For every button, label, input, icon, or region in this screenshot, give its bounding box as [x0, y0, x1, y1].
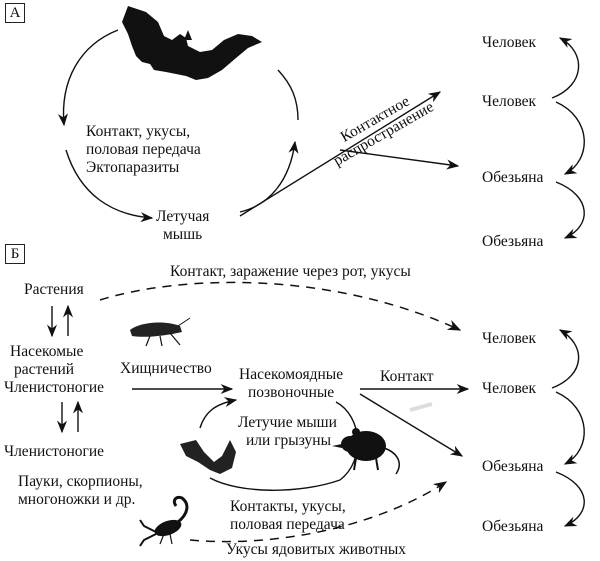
host-chain-b3: [555, 471, 585, 527]
faint-stroke: [409, 402, 433, 412]
arthropods-label-2: Членистоногие: [4, 443, 105, 460]
transmission-line-1: Контакт, укусы,: [86, 123, 191, 140]
cycle-arc-left: [57, 29, 119, 127]
arthropods-label: Членистоногие: [4, 379, 105, 396]
host-chain-a1: [551, 37, 580, 99]
bats-rodents-line-2: или грызуны: [246, 432, 331, 449]
transmission-line-2: половая передача: [86, 141, 201, 158]
venom-bites-label: Укусы ядовитых животных: [226, 541, 407, 558]
top-route-label: Контакт, заражение через рот, укусы: [170, 263, 411, 280]
host-b-3: Обезьяна: [482, 458, 544, 475]
cycle-arc-top: [277, 69, 299, 121]
host-b-1: Человек: [482, 330, 537, 347]
host-b-2: Человек: [482, 380, 537, 397]
host-b-4: Обезьяна: [482, 518, 544, 535]
to-monkey-arrow: [359, 393, 464, 457]
contact-label: Контакт: [380, 368, 434, 385]
host-chain-a2: [555, 101, 585, 175]
venomous-line-1: Пауки, скорпионы,: [18, 473, 143, 490]
plants-label: Растения: [24, 281, 84, 298]
grasshopper-icon: [130, 317, 191, 347]
bat-label-line-2: мышь: [163, 226, 203, 243]
bat-ear: [184, 30, 192, 40]
bites-line-1: Контакты, укусы,: [230, 498, 346, 515]
small-bat-icon: [180, 440, 236, 474]
predation-label: Хищничество: [120, 360, 212, 377]
bats-cycle-upper: [199, 397, 238, 429]
host-chain-b2: [555, 391, 585, 465]
host-a-2: Человек: [482, 93, 537, 110]
dashed-bottom-route: [189, 481, 448, 543]
host-a-3: Обезьяна: [482, 169, 544, 186]
host-chain-a3: [555, 181, 585, 239]
spread-arrow-up: [239, 91, 442, 217]
host-a-4: Обезьяна: [482, 233, 544, 250]
bats-rodents-line-1: Летучие мыши: [238, 414, 337, 431]
bites-line-2: половая передача: [230, 516, 345, 533]
panel-b-label: Б: [5, 244, 25, 264]
spread-arrow-right: [339, 149, 460, 170]
insectivores-line-2: позвоночные: [248, 384, 335, 401]
transmission-line-3: Эктопаразиты: [86, 159, 180, 176]
host-a-1: Человек: [482, 34, 537, 51]
insectivores-line-1: Насекомоядные: [239, 366, 344, 383]
bat-label-line-1: Летучая: [156, 208, 210, 225]
scorpion-icon: [139, 496, 189, 547]
panel-a-label: А: [5, 3, 25, 23]
herbivore-line-2: растений: [14, 361, 75, 378]
bats-cycle-lower: [209, 477, 341, 491]
bat-silhouette: [122, 6, 262, 80]
dashed-top-route: [99, 281, 462, 331]
herbivore-line-1: Насекомые: [10, 343, 84, 360]
host-chain-b1: [551, 329, 580, 389]
rodent-icon: [332, 428, 400, 475]
cycle-arc-right: [239, 140, 299, 213]
cycle-arc-bottom: [65, 149, 154, 223]
venomous-line-2: многоножки и др.: [18, 491, 136, 508]
